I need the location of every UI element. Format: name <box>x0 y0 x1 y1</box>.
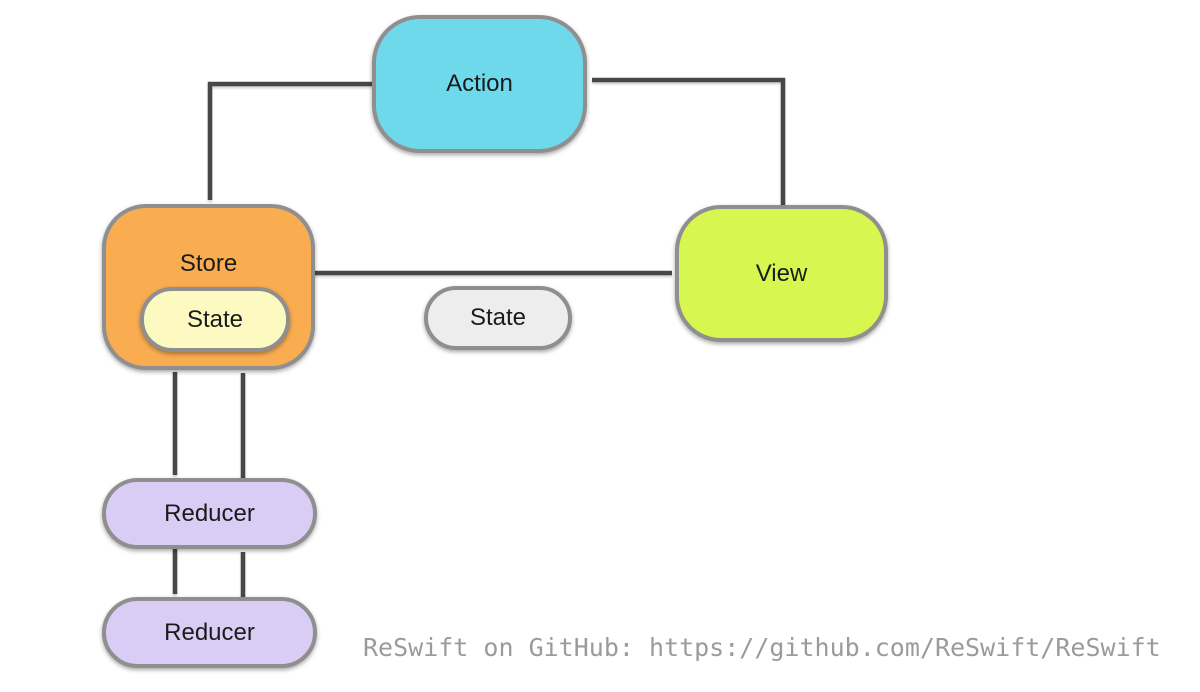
arrow-action-to-store <box>207 81 372 200</box>
node-reducer-bottom: Reducer <box>102 597 317 668</box>
node-view: View <box>675 205 888 342</box>
node-state: State <box>424 286 572 350</box>
node-reducer-top-label: Reducer <box>164 499 255 527</box>
footer-github-link-text: ReSwift on GitHub: https://github.com/Re… <box>363 633 1161 662</box>
node-store-label: Store <box>179 250 238 277</box>
arrow-view-to-action <box>592 77 786 205</box>
node-store-state-label: State <box>186 305 244 333</box>
node-store: Store State <box>102 204 315 370</box>
node-reducer-bottom-label: Reducer <box>164 618 255 646</box>
node-reducer-top: Reducer <box>102 478 317 549</box>
node-store-state: State <box>140 287 290 352</box>
node-state-label: State <box>469 304 527 331</box>
node-action-label: Action <box>446 70 513 97</box>
node-action: Action <box>372 15 587 153</box>
node-view-label: View <box>755 259 808 287</box>
